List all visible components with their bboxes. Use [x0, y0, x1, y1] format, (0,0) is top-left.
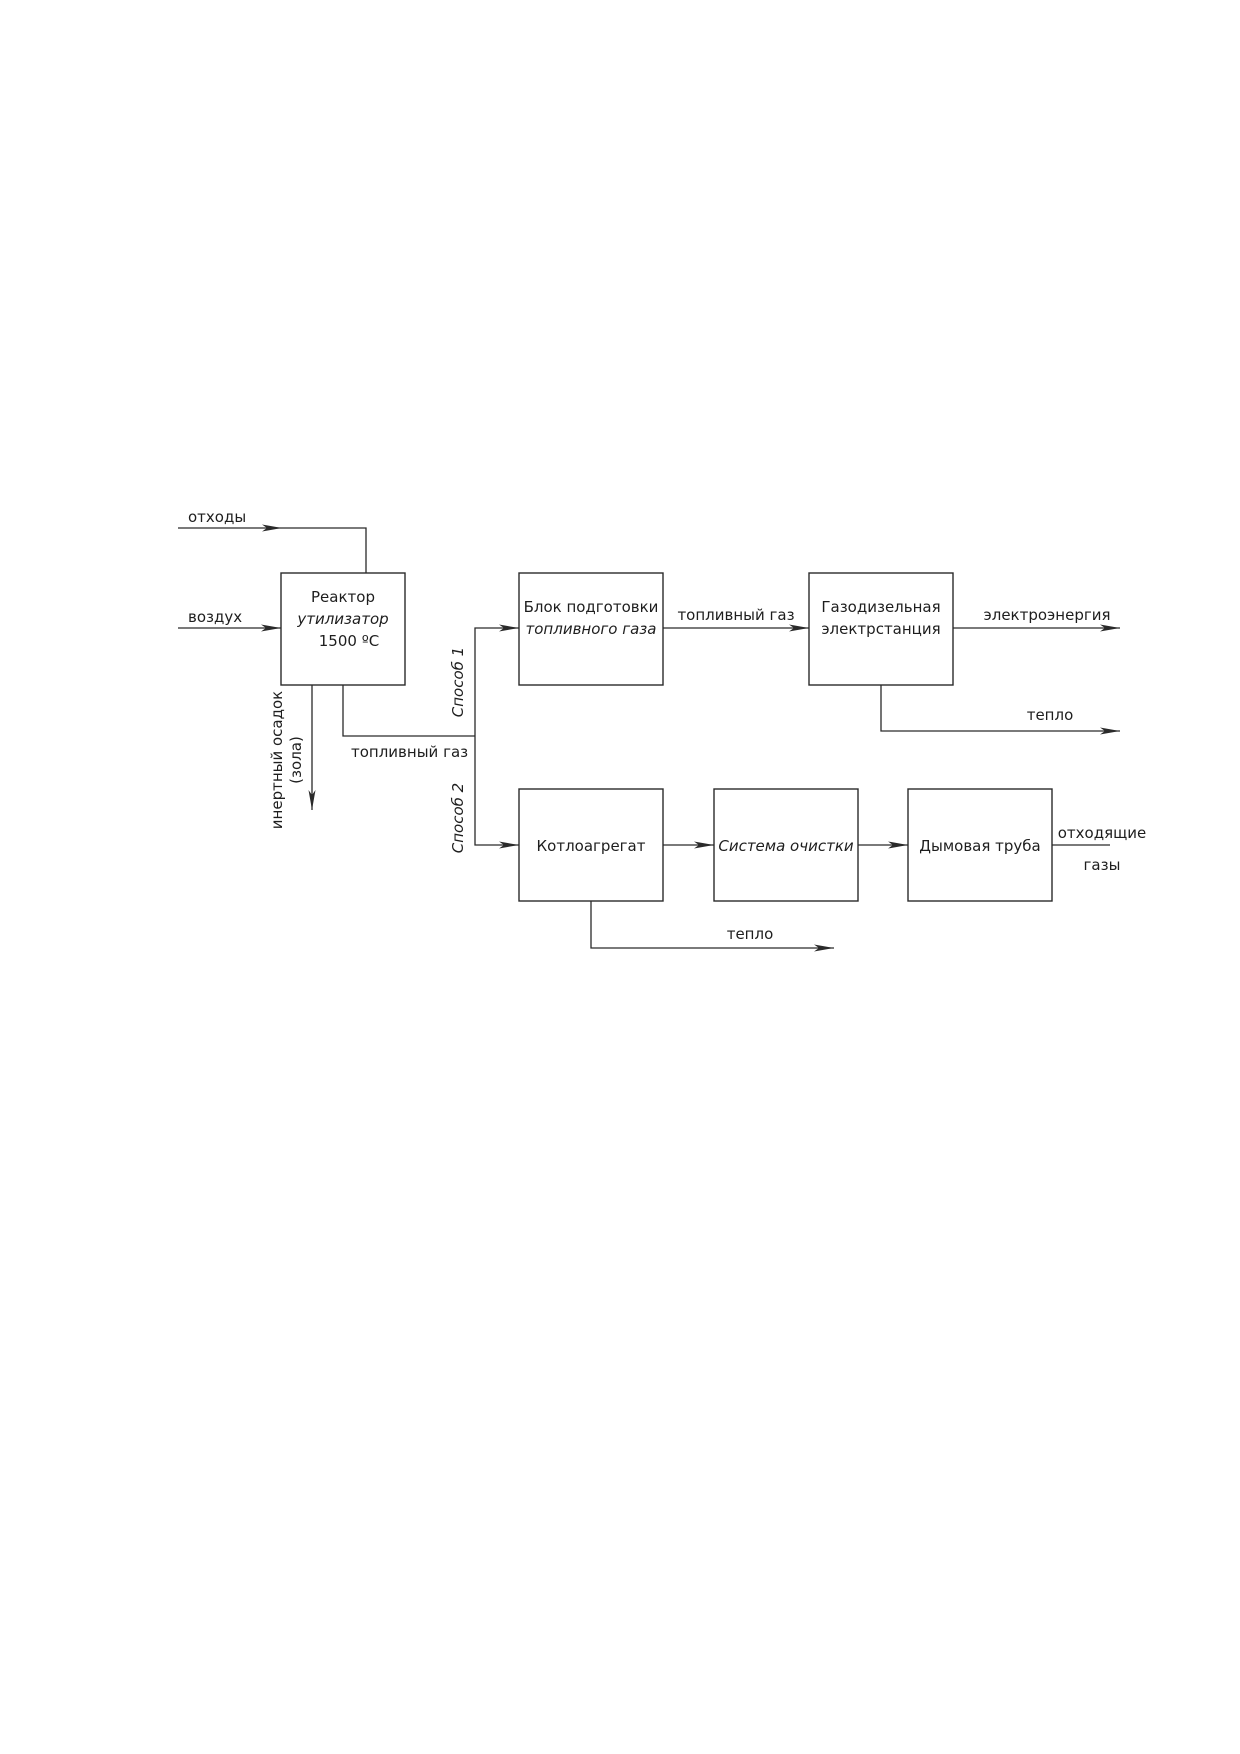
reactor-block [280, 572, 406, 686]
heat-plant-label: тепло [1027, 706, 1074, 724]
chimney-label: Дымовая труба [919, 837, 1040, 855]
cleaning-label: Система очистки [718, 837, 854, 855]
fuel-gas-to-plant-label: топливный газ [677, 606, 794, 624]
method2-flow-line [474, 736, 519, 849]
gas-prep-label-line1: Блок подготовки [524, 598, 659, 616]
waste-label: отходы [188, 508, 246, 526]
exhaust-label-line1: отходящие [1058, 824, 1146, 842]
heat-plant-flow-line [880, 685, 1120, 735]
boiler-block [518, 788, 664, 902]
reactor-label-line2: утилизатор [296, 610, 388, 628]
heat-boiler-label: тепло [727, 925, 774, 943]
heat-boiler-flow-line [590, 901, 834, 952]
exhaust-label-line2: газы [1084, 856, 1121, 874]
reactor-label-line1: Реактор [311, 588, 375, 606]
method2-label: Способ 2 [449, 783, 467, 853]
method1-flow-line [474, 624, 519, 736]
cleaning-block [713, 788, 859, 902]
electricity-label: электроэнергия [984, 606, 1111, 624]
air-label: воздух [188, 608, 242, 626]
boiler-label: Котлоагрегат [537, 837, 646, 855]
reactor-label-line3: 1500 ºС [319, 632, 379, 650]
fuel-gas-main-label: топливный газ [351, 743, 468, 761]
waste-connector [282, 527, 367, 573]
chimney-block [907, 788, 1053, 902]
gas-prep-block [518, 572, 664, 686]
ash-label-line1: инертный осадок [268, 691, 286, 829]
ash-label-line2: (зола) [287, 736, 305, 784]
power-plant-label-line2: электрстанция [821, 620, 940, 638]
fuel-gas-main-line [342, 685, 475, 737]
power-plant-block [808, 572, 954, 686]
method1-label: Способ 1 [449, 647, 467, 717]
power-plant-label-line1: Газодизельная [821, 598, 940, 616]
gas-prep-label-line2: топливного газа [526, 620, 657, 638]
